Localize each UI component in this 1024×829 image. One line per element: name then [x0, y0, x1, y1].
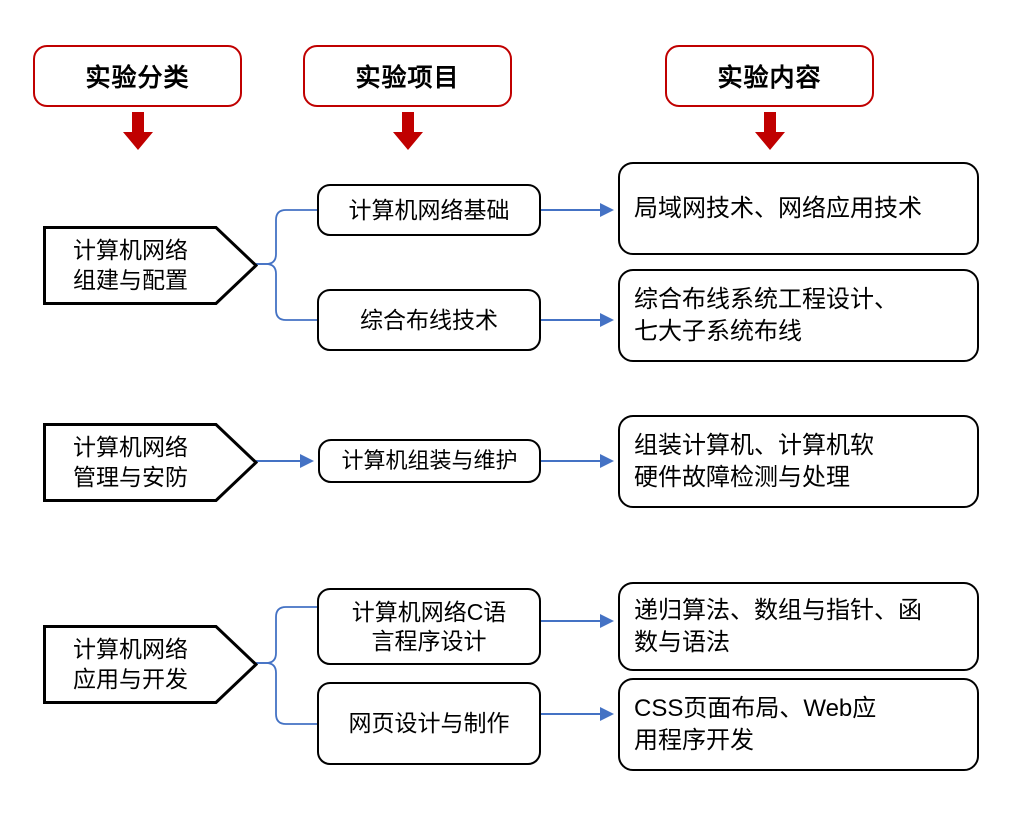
header-experiment-content-label: 实验内容: [717, 64, 822, 92]
item-box-label: 综合布线技术: [360, 306, 498, 333]
header-experiment-project-label: 实验项目: [355, 64, 460, 92]
category-shape-computer-network-build-config: [43, 226, 258, 305]
header-experiment-content: 实验内容: [665, 45, 874, 107]
category-shape-computer-network-manage-security: [43, 423, 258, 502]
item-box-label: 计算机组装与维护: [341, 448, 518, 474]
item-box-label: 计算机网络基础: [348, 196, 510, 223]
red-down-arrow-icon: [123, 112, 153, 150]
item-box-network-fundamentals[interactable]: 计算机网络基础: [317, 184, 541, 236]
content-box-label: CSS页面布局、Web应 用程序开发: [634, 695, 877, 754]
content-box-label: 组装计算机、计算机软 硬件故障检测与处理: [634, 432, 874, 491]
item-box-label: 网页设计与制作: [348, 710, 510, 737]
group-1-branch-connector: [256, 209, 317, 321]
header-experiment-category-label: 实验分类: [85, 64, 190, 92]
red-down-arrow-icon: [755, 112, 785, 150]
item-box-web-design-production[interactable]: 网页设计与制作: [317, 682, 541, 765]
content-box-css-layout-web-app[interactable]: CSS页面布局、Web应 用程序开发: [618, 678, 979, 771]
content-box-label: 局域网技术、网络应用技术: [634, 194, 922, 222]
content-box-cabling-system-design[interactable]: 综合布线系统工程设计、 七大子系统布线: [618, 269, 979, 362]
red-down-arrow-icon: [393, 112, 423, 150]
group-3-branch-connector: [256, 606, 317, 725]
item-box-computer-assembly-maintenance[interactable]: 计算机组装与维护: [318, 439, 541, 483]
item-box-label: 计算机网络C语 言程序设计: [351, 598, 507, 654]
content-box-lan-network-app-tech[interactable]: 局域网技术、网络应用技术: [618, 162, 979, 255]
category-shape-computer-network-app-development: [43, 625, 258, 704]
item-box-structured-cabling[interactable]: 综合布线技术: [317, 289, 541, 351]
content-box-label: 综合布线系统工程设计、 七大子系统布线: [634, 286, 898, 345]
header-experiment-category: 实验分类: [33, 45, 242, 107]
item-box-c-language-programming[interactable]: 计算机网络C语 言程序设计: [317, 588, 541, 665]
content-box-assembly-fault-detection[interactable]: 组装计算机、计算机软 硬件故障检测与处理: [618, 415, 979, 508]
content-box-label: 递归算法、数组与指针、函 数与语法: [634, 597, 922, 656]
header-experiment-project: 实验项目: [303, 45, 512, 107]
content-box-recursion-array-pointer[interactable]: 递归算法、数组与指针、函 数与语法: [618, 582, 979, 671]
